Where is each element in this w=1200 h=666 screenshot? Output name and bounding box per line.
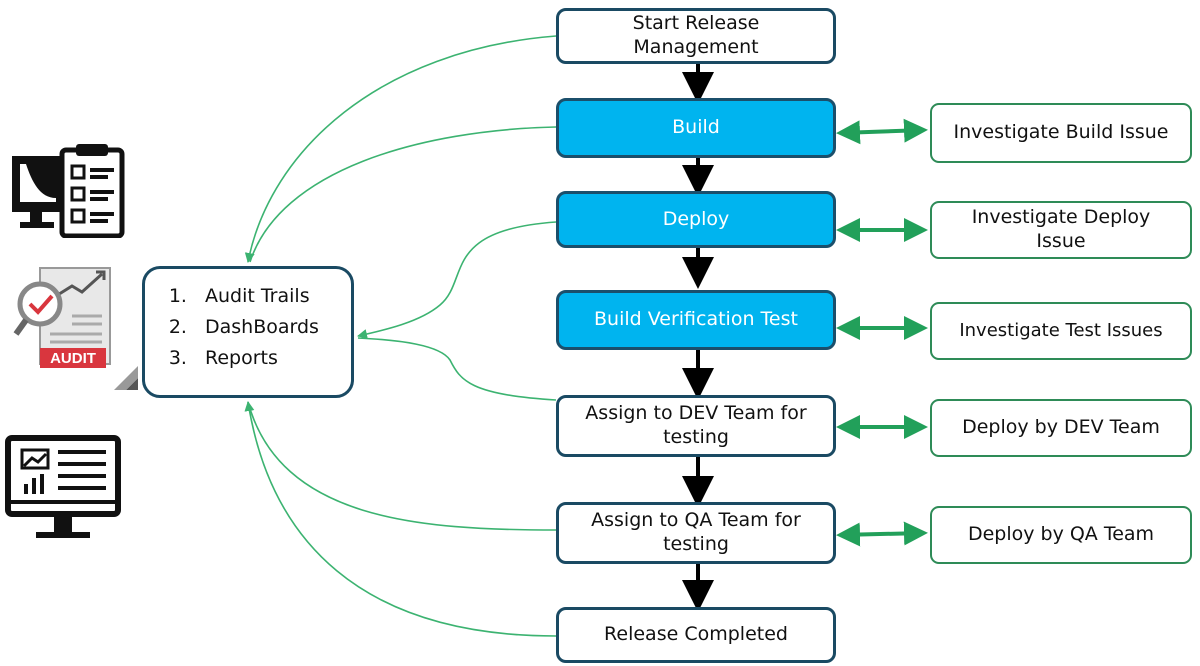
investigate-build-label: Investigate Build Issue [953,121,1169,144]
assign-qa-box: Assign to QA Team for testing [556,502,836,564]
output-item-audit-trails: Audit Trails [193,281,351,312]
deploy-dev-label: Deploy by DEV Team [962,416,1160,439]
outputs-box: Audit Trails DashBoards Reports [142,266,354,398]
outputs-list: Audit Trails DashBoards Reports [145,281,351,374]
release-completed-label: Release Completed [604,623,788,646]
assign-dev-box: Assign to DEV Team for testing [556,395,836,457]
build-label: Build [672,116,720,139]
audit-icon-text: AUDIT [50,350,96,367]
dashboard-monitor-icon [5,435,121,538]
assign-dev-label: Assign to DEV Team for testing [585,402,807,448]
audit-report-icon: AUDIT [13,267,138,390]
investigate-deploy-box: Investigate Deploy Issue [930,201,1192,259]
bvt-box: Build Verification Test [556,290,836,350]
build-box: Build [556,98,836,158]
assign-qa-label: Assign to QA Team for testing [591,509,801,555]
deploy-dev-box: Deploy by DEV Team [930,399,1192,457]
output-item-reports: Reports [193,343,351,374]
investigate-build-box: Investigate Build Issue [930,103,1192,163]
investigate-deploy-label: Investigate Deploy Issue [971,206,1151,252]
issue-arrows [836,118,928,547]
bvt-label: Build Verification Test [594,308,798,331]
release-completed-box: Release Completed [556,607,836,663]
monitor-checklist-icon [12,144,125,238]
investigate-test-box: Investigate Test Issues [930,302,1192,360]
deploy-label: Deploy [662,207,730,230]
deploy-qa-label: Deploy by QA Team [967,523,1155,546]
feedback-lines [244,35,557,637]
output-item-dashboards: DashBoards [193,312,351,343]
start-release-box: Start Release Management [556,8,836,64]
deploy-qa-box: Deploy by QA Team [930,506,1192,564]
investigate-test-label: Investigate Test Issues [959,319,1163,341]
start-release-label: Start Release Management [632,12,760,58]
deploy-box: Deploy [556,191,836,248]
